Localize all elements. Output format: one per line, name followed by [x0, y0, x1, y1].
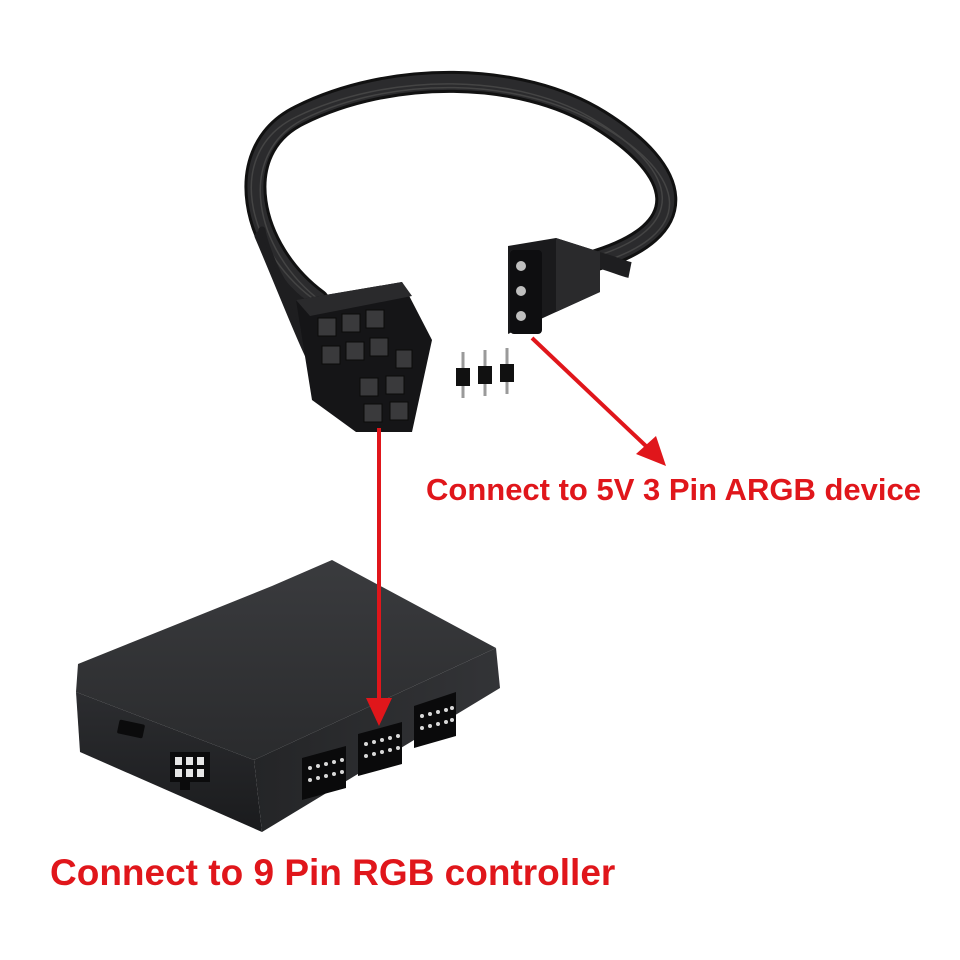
caption-argb-device: Connect to 5V 3 Pin ARGB device	[426, 472, 921, 507]
usb-port	[117, 719, 145, 739]
power-connector	[170, 752, 210, 790]
adapter-pins	[456, 348, 514, 398]
header-port	[414, 692, 456, 748]
connector-9pin	[296, 282, 432, 432]
header-port	[302, 746, 346, 800]
arrow-to-argb-device	[530, 336, 666, 466]
header-port	[358, 722, 402, 776]
arrow-to-controller	[366, 428, 392, 726]
connector-3pin-argb	[508, 238, 632, 334]
rgb-hub	[76, 560, 500, 832]
cable	[244, 70, 678, 378]
caption-rgb-controller: Connect to 9 Pin RGB controller	[50, 852, 616, 893]
